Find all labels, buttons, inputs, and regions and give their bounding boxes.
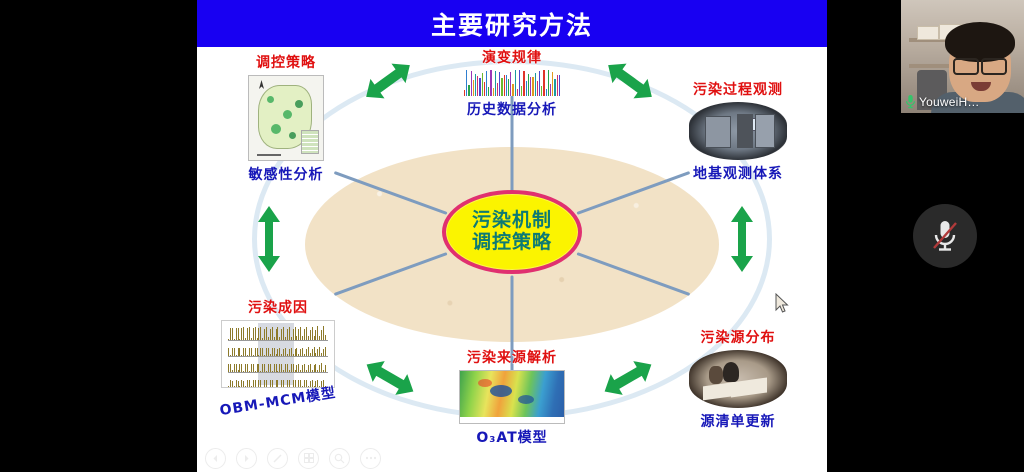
arrow-bottom-left-to-bottom-center <box>357 352 423 404</box>
microphone-icon <box>905 95 916 109</box>
participant-glasses-right <box>981 58 1007 75</box>
pen-tool-button[interactable] <box>267 447 288 469</box>
center-node-line1: 污染机制 <box>471 209 552 232</box>
chevron-left-icon <box>213 454 217 462</box>
slide-title-banner: 主要研究方法 <box>197 0 827 47</box>
node-top-center-title: 演变规律 <box>482 50 542 66</box>
arrow-left-vertical <box>254 202 284 276</box>
node-top-left[interactable]: 调控策略 敏感性分析 <box>211 52 361 184</box>
slide-title: 主要研究方法 <box>430 10 593 40</box>
node-bottom-right-title: 污染源分布 <box>700 330 776 346</box>
zoom-in-button[interactable] <box>329 447 350 469</box>
ellipsis-icon <box>365 456 376 460</box>
research-method-diagram: 污染机制 调控策略 调控策略 敏感性分析 <box>197 47 827 447</box>
chevron-right-icon <box>245 454 249 462</box>
node-top-center[interactable]: 演变规律 历史数据分析 <box>437 47 587 119</box>
arrow-top-center-to-top-right <box>597 55 663 107</box>
node-top-right-title: 污染过程观测 <box>693 82 783 98</box>
desk-photo-thumbnail <box>689 350 787 408</box>
center-node-line2: 调控策略 <box>471 231 552 253</box>
center-node[interactable]: 污染机制 调控策略 <box>442 190 582 274</box>
node-bottom-right-caption: 源清单更新 <box>700 414 776 430</box>
barcode-timeseries-thumbnail <box>464 70 560 96</box>
province-map-thumbnail <box>248 75 324 161</box>
participant-name-label: YouweiH… <box>905 94 980 109</box>
node-top-left-title: 调控策略 <box>256 55 316 71</box>
mouse-cursor <box>775 293 789 313</box>
pen-slash-icon <box>273 454 282 462</box>
o3-colormap-thumbnail <box>459 370 565 424</box>
grid-slides-icon <box>303 453 314 463</box>
participant-body <box>931 92 1024 113</box>
participant-hair <box>945 22 1015 62</box>
presentation-slide[interactable]: 主要研究方法 污染机制 调控策略 调控策略 <box>197 0 827 472</box>
node-top-right[interactable]: 污染过程观测 地基观测体系 <box>663 79 813 183</box>
participant-name: YouweiH… <box>919 94 980 109</box>
magnifier-icon <box>334 453 345 463</box>
more-options-button[interactable] <box>360 447 381 469</box>
mute-toggle-button[interactable] <box>913 204 977 268</box>
instrument-photo-thumbnail <box>689 102 787 160</box>
shelf-box-1 <box>917 26 939 40</box>
shelf-decor <box>909 38 965 42</box>
microphone-muted-icon <box>933 221 957 251</box>
obm-timeseries-thumbnail <box>221 320 335 388</box>
participant-mouth <box>971 82 991 91</box>
participant-glasses-left <box>953 58 979 75</box>
previous-slide-button[interactable] <box>205 447 226 469</box>
node-top-center-caption: 历史数据分析 <box>467 102 557 118</box>
node-bottom-right[interactable]: 污染源分布 源清单更新 <box>663 327 813 431</box>
node-bottom-center-caption: O₃AT模型 <box>476 430 548 446</box>
node-bottom-center-title: 污染来源解析 <box>467 350 557 366</box>
arrow-top-left-to-top-center <box>355 55 421 107</box>
node-top-right-caption: 地基观测体系 <box>693 166 783 182</box>
all-slides-button[interactable] <box>298 447 319 469</box>
participant-video-tile[interactable]: YouweiH… <box>901 0 1024 113</box>
node-bottom-left-title: 污染成因 <box>248 300 308 316</box>
presentation-toolbar[interactable] <box>197 446 827 470</box>
node-bottom-center[interactable]: 污染来源解析 O₃AT模型 <box>437 347 587 447</box>
node-bottom-left[interactable]: 污染成因 OBM-MCM模型 <box>203 297 353 419</box>
arrow-right-vertical <box>727 202 757 276</box>
shelf-decor-2 <box>909 64 965 68</box>
arrow-bottom-center-to-bottom-right <box>595 352 661 404</box>
next-slide-button[interactable] <box>236 447 257 469</box>
node-top-left-caption: 敏感性分析 <box>248 167 324 183</box>
